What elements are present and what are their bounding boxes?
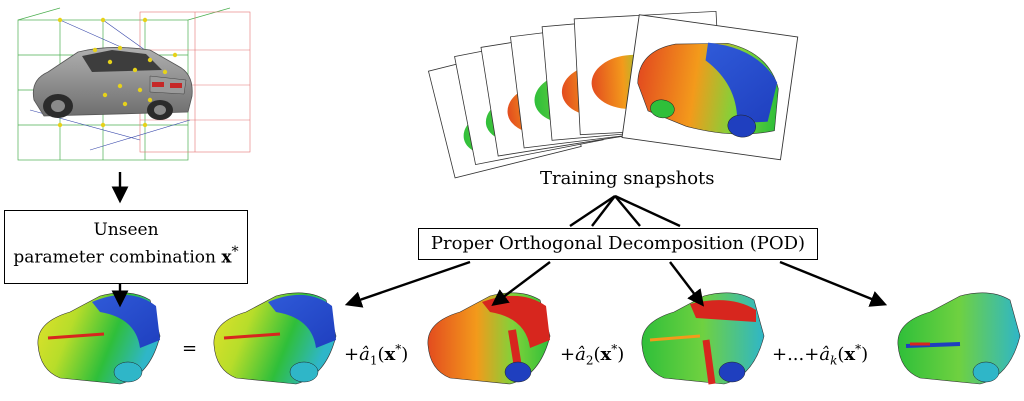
line-training-to-pod-left (569, 195, 616, 227)
car-unseen-result (37, 292, 161, 385)
term-a2: +â2(x*) (560, 342, 625, 368)
term-a1: +â1(x*) (344, 342, 409, 368)
car-mode-1 (427, 292, 551, 385)
training-snapshots-label: Training snapshots (540, 168, 715, 189)
car-mode-2 (641, 292, 765, 385)
control-points (57, 17, 178, 128)
arrow-pod-to-mode-2 (669, 261, 705, 307)
line-training-to-pod-midleft (591, 195, 616, 227)
term-ak: +...+âk(x*) (772, 342, 869, 368)
car-mode-k (897, 292, 1021, 385)
unseen-label-line1: Unseen (93, 220, 159, 240)
arrows (111, 172, 888, 308)
unseen-label-line2: parameter combination x* (13, 244, 239, 268)
arrow-pod-to-mode-k (779, 260, 888, 307)
car-mean-mode (213, 292, 337, 385)
pod-box: Proper Orthogonal Decomposition (POD) (418, 228, 818, 260)
line-training-to-pod-right (614, 194, 681, 228)
line-training-to-pod-midright (614, 195, 641, 227)
training-snapshot-stack (427, 10, 799, 179)
arrow-pod-to-mode-1 (491, 261, 551, 307)
arrow-pod-to-mean (344, 260, 471, 308)
grey-car (32, 47, 193, 120)
equals-sign: = (182, 338, 198, 359)
pod-label: Proper Orthogonal Decomposition (POD) (430, 233, 806, 254)
unseen-parameter-box: Unseen parameter combination x* (4, 210, 248, 284)
snapshot-card-front (621, 14, 799, 161)
lattice-car-figure (17, 7, 251, 161)
